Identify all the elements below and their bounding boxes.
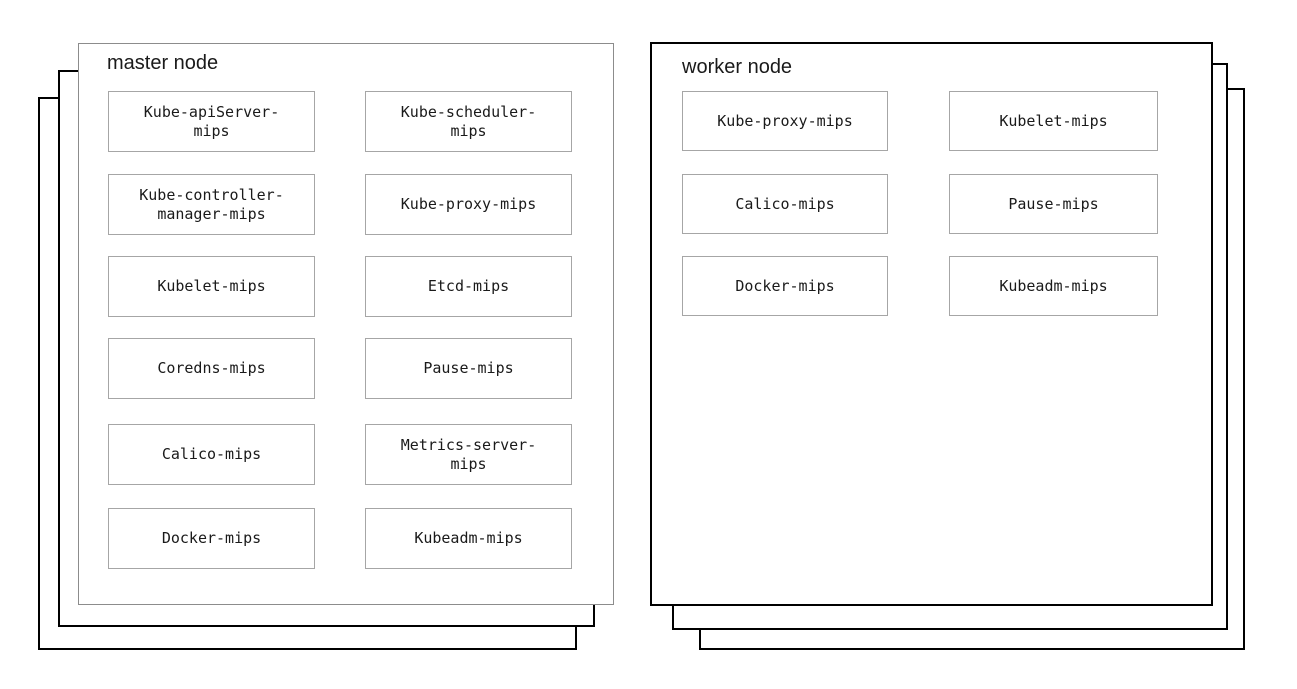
component-kubeadm-mips: Kubeadm-mips bbox=[365, 508, 572, 569]
component-kube-proxy-mips: Kube-proxy-mips bbox=[365, 174, 572, 235]
component-label: Kubeadm-mips bbox=[999, 276, 1108, 295]
component-worker-kube-proxy-mips: Kube-proxy-mips bbox=[682, 91, 888, 151]
component-kube-scheduler-mips: Kube-scheduler- mips bbox=[365, 91, 572, 152]
component-kube-controller-manager-mips: Kube-controller- manager-mips bbox=[108, 174, 315, 235]
component-label: Pause-mips bbox=[1008, 194, 1099, 213]
component-label: Kubelet-mips bbox=[157, 277, 266, 295]
component-label: Coredns-mips bbox=[157, 359, 266, 377]
component-worker-pause-mips: Pause-mips bbox=[949, 174, 1158, 234]
component-label: Metrics-server- mips bbox=[400, 435, 537, 473]
component-label: Kube-controller- manager-mips bbox=[139, 185, 284, 223]
component-worker-kubeadm-mips: Kubeadm-mips bbox=[949, 256, 1158, 316]
component-docker-mips: Docker-mips bbox=[108, 508, 315, 569]
component-label: Docker-mips bbox=[735, 276, 835, 295]
component-label: Kube-proxy-mips bbox=[717, 111, 853, 130]
component-label: Kube-proxy-mips bbox=[400, 195, 537, 213]
component-label: Docker-mips bbox=[161, 529, 262, 547]
component-label: Kubelet-mips bbox=[999, 111, 1108, 130]
component-metrics-server-mips: Metrics-server- mips bbox=[365, 424, 572, 485]
component-worker-calico-mips: Calico-mips bbox=[682, 174, 888, 234]
component-label: Pause-mips bbox=[423, 359, 514, 377]
component-calico-mips: Calico-mips bbox=[108, 424, 315, 485]
master-node-title: master node bbox=[107, 52, 219, 74]
component-label: Kube-scheduler- mips bbox=[400, 102, 537, 140]
component-label: Calico-mips bbox=[161, 445, 262, 463]
component-label: Etcd-mips bbox=[427, 277, 510, 295]
component-kubelet-mips: Kubelet-mips bbox=[108, 256, 315, 317]
component-coredns-mips: Coredns-mips bbox=[108, 338, 315, 399]
component-label: Kube-apiServer- mips bbox=[143, 102, 280, 140]
component-pause-mips: Pause-mips bbox=[365, 338, 572, 399]
component-label: Kubeadm-mips bbox=[414, 529, 523, 547]
worker-node-title: worker node bbox=[682, 56, 793, 78]
component-label: Calico-mips bbox=[735, 194, 835, 213]
component-kube-apiserver-mips: Kube-apiServer- mips bbox=[108, 91, 315, 152]
component-worker-docker-mips: Docker-mips bbox=[682, 256, 888, 316]
component-etcd-mips: Etcd-mips bbox=[365, 256, 572, 317]
component-worker-kubelet-mips: Kubelet-mips bbox=[949, 91, 1158, 151]
